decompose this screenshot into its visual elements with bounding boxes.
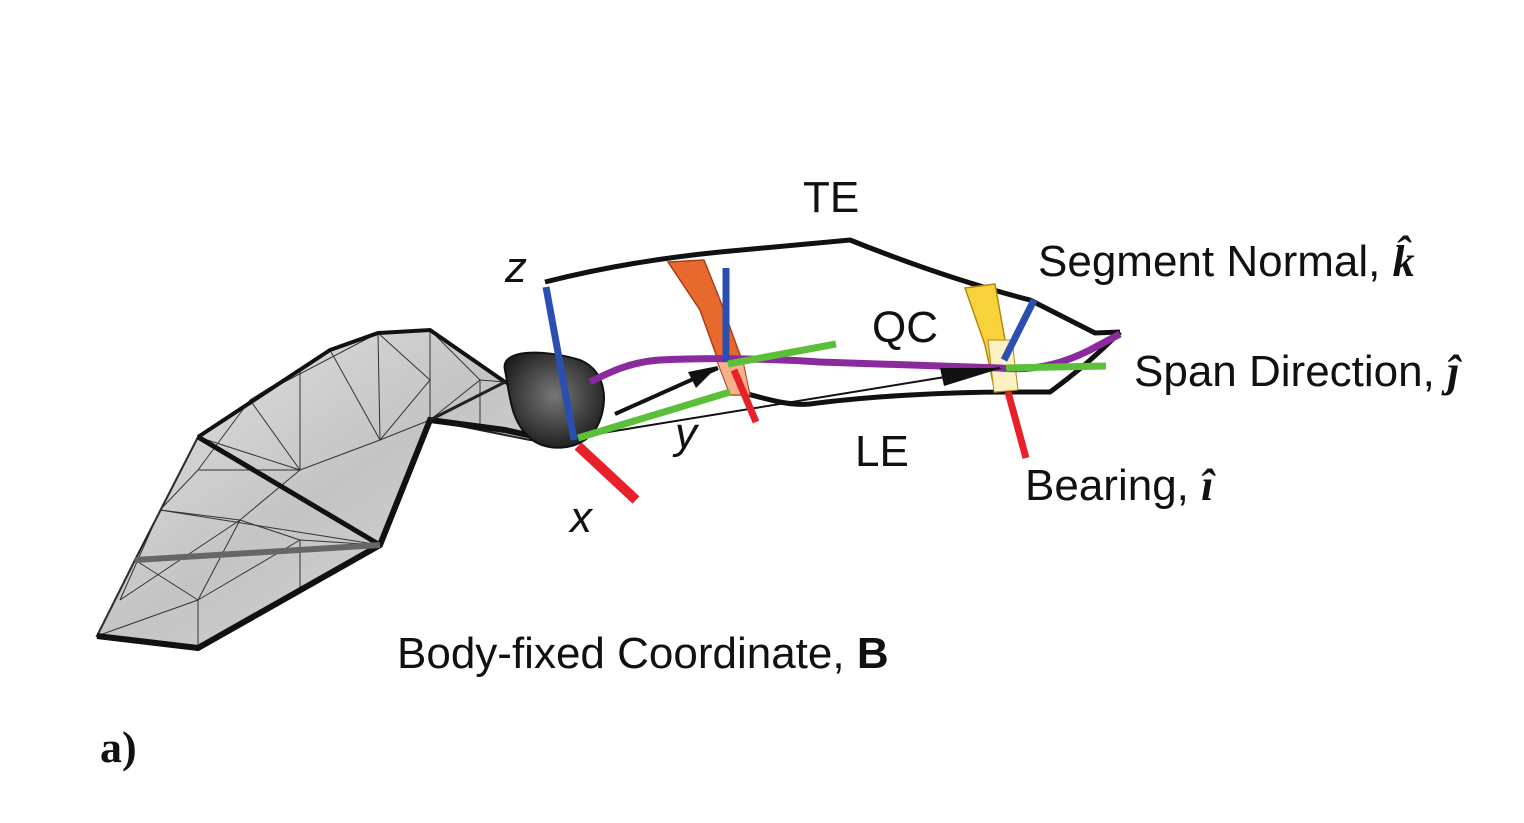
mesh-edge [429, 379, 481, 421]
label-bearing: Bearing, î [1025, 464, 1213, 508]
span-direction-text: Span Direction, [1134, 347, 1435, 396]
label-axis-y: y [675, 409, 697, 458]
label-axis-x: x [570, 493, 592, 542]
bearing-text: Bearing, [1025, 461, 1189, 510]
quarter-chord-line [588, 330, 1122, 386]
mesh-edge [429, 329, 481, 381]
label-te: TE [803, 173, 860, 222]
mesh-edge [119, 509, 161, 601]
body-axes [542, 286, 732, 504]
mesh-edge [249, 399, 301, 471]
inner-span-axis [727, 340, 837, 368]
span-arrows [589, 366, 1002, 436]
mesh-edge [379, 379, 431, 441]
mesh-edge [159, 469, 199, 511]
mesh-edge [197, 399, 251, 471]
mesh-edge [197, 519, 241, 601]
wing-shade-line [134, 542, 381, 563]
wing-fold-line [196, 434, 382, 548]
wing-mesh [95, 327, 563, 652]
mesh-edge [479, 379, 506, 383]
outer-span-axis [1005, 362, 1107, 372]
trailing-edge-curve [544, 237, 1121, 336]
panel-label: a) [100, 723, 137, 772]
body-fixed-text: Body-fixed Coordinate, [397, 629, 857, 678]
segment-axes-inner [722, 268, 837, 424]
body-fixed-symbol: B [856, 629, 889, 678]
segment-axes-outer [1000, 298, 1107, 459]
mesh-edge [239, 519, 301, 541]
span-arrow-2-shaft [589, 367, 1001, 436]
mesh-edge [329, 349, 381, 441]
label-qc: QC [872, 303, 938, 352]
mesh-edge [134, 559, 199, 601]
mesh-edge [377, 332, 381, 441]
bearing-symbol: î [1201, 461, 1214, 510]
outer-bearing-axis [1004, 391, 1030, 459]
segment-normal-symbol: k̂ [1392, 237, 1415, 286]
span-direction-symbol: ĵ [1447, 347, 1460, 396]
mesh-edge [159, 509, 241, 521]
body-z-axis [542, 286, 578, 441]
mesh-edge [96, 559, 136, 637]
wing-front-line [429, 380, 506, 422]
body-x-axis [574, 442, 640, 504]
wing-segment-outline [544, 237, 1122, 407]
label-span-direction: Span Direction, ĵ [1134, 350, 1459, 394]
label-segment-normal: Segment Normal, k̂ [1038, 240, 1415, 284]
mesh-edge [96, 599, 199, 637]
outer-normal-axis [1000, 298, 1038, 362]
mesh-edge [377, 332, 431, 381]
segment-normal-text: Segment Normal, [1038, 237, 1381, 286]
mesh-edge [197, 436, 301, 471]
inner-bearing-axis [730, 368, 760, 424]
span-arrow-2-head [940, 368, 1002, 386]
mesh-edge [159, 436, 199, 511]
span-arrow-1-head [688, 366, 718, 388]
wing-mesh-surface [95, 328, 563, 650]
label-le: LE [855, 427, 909, 476]
body-y-axis [576, 388, 732, 442]
mesh-edge [379, 419, 431, 441]
mesh-edge [159, 509, 381, 546]
mesh-edge [239, 469, 301, 521]
label-body-fixed-coordinate: Body-fixed Coordinate, B [397, 632, 889, 676]
wing-leading-edge [96, 416, 561, 652]
label-axis-z: z [505, 243, 527, 292]
mesh-edge [299, 439, 381, 471]
